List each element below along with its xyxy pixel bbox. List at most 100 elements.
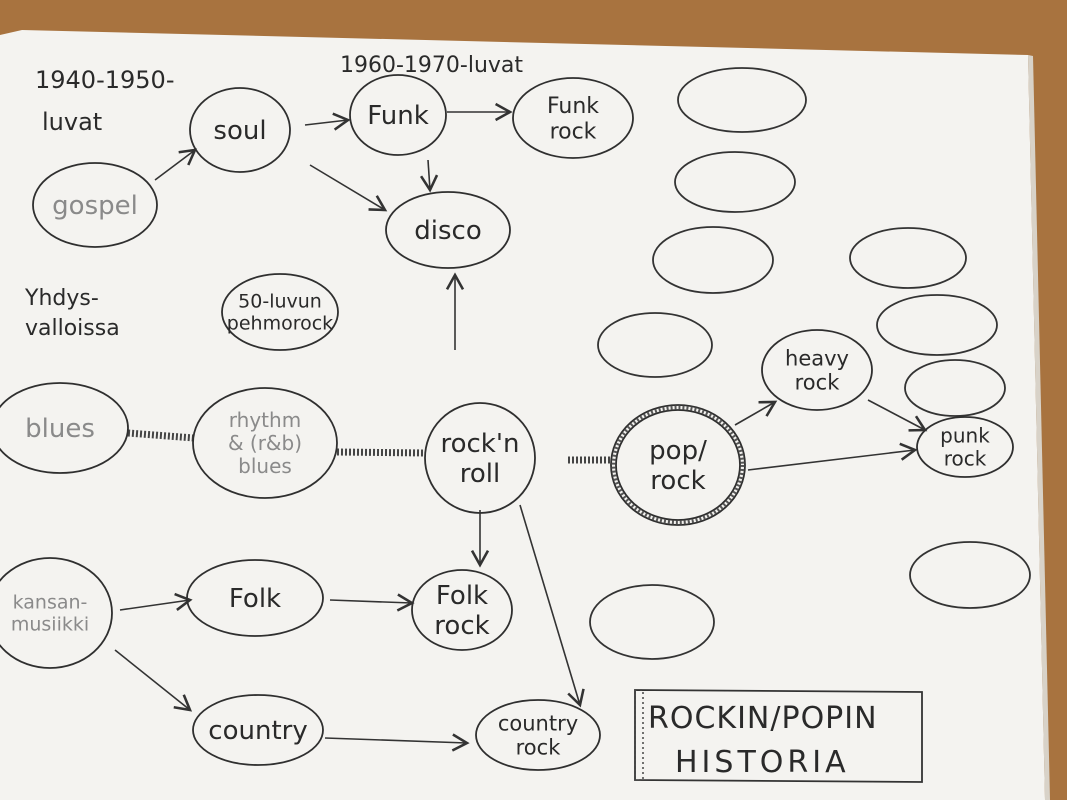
node-outline-inner: [615, 409, 741, 521]
node-disco: disco: [385, 191, 511, 269]
arrow: [419, 159, 439, 193]
node-label: musiikki: [11, 614, 89, 636]
node-outline: [192, 694, 324, 766]
node-label: Folk: [229, 584, 281, 614]
node-label: Funk: [547, 94, 599, 119]
arrow: [119, 592, 193, 611]
node-label: blues: [25, 414, 95, 444]
empty-genre-bubble: [849, 227, 967, 289]
node-blues: blues: [0, 382, 129, 474]
heading-era-1940-1950: 1940-1950- luvat: [35, 66, 174, 136]
node-outline: [189, 87, 291, 173]
node-outline: [349, 74, 447, 156]
arrow: [867, 399, 928, 432]
node-outline: [424, 402, 536, 514]
arrow: [324, 733, 470, 752]
heading-line: Yhdys-: [24, 286, 99, 311]
node-label: rock: [650, 466, 705, 496]
node-label: 50-luvun: [238, 291, 322, 313]
arrow: [114, 649, 193, 712]
arrow: [309, 164, 388, 212]
node-outline: [761, 329, 873, 411]
node-outline: [411, 569, 513, 651]
title-line-2: HISTORIA: [675, 745, 850, 780]
arrows: [114, 102, 928, 752]
arrow: [519, 504, 585, 708]
node-label: country: [208, 716, 307, 746]
empty-genre-bubble: [909, 541, 1031, 609]
node-label: roll: [460, 459, 500, 489]
node-label: kansan-: [13, 592, 88, 614]
heading-era-1960-1970: 1960-1970-luvat: [340, 53, 523, 78]
node-label: gospel: [52, 191, 138, 221]
paper-sheet: [0, 30, 1045, 800]
empty-genre-bubble: [674, 151, 796, 213]
arrow: [154, 148, 198, 181]
heading-line: valloissa: [25, 316, 120, 341]
node-label: disco: [414, 216, 481, 246]
node-outline: [192, 387, 338, 499]
node-outline: [610, 404, 746, 526]
node-gospel: gospel: [32, 162, 158, 248]
arrow: [747, 442, 918, 471]
heading-line: luvat: [42, 108, 102, 136]
thick-influence-connector: [336, 448, 427, 457]
empty-genre-bubble: [876, 294, 998, 356]
heading-region: Yhdys- valloissa: [24, 286, 120, 341]
node-label: blues: [238, 454, 292, 478]
node-country: country: [192, 694, 324, 766]
node-folk: Folk: [186, 559, 324, 637]
node-outline: [186, 559, 324, 637]
node-outline: [0, 382, 129, 474]
node-outline: [32, 162, 158, 248]
node-outline: [475, 699, 601, 771]
node-outline: [221, 273, 339, 351]
node-label: pehmorock: [227, 313, 333, 335]
node-label: rock: [516, 735, 562, 759]
arrow: [734, 400, 778, 426]
empty-genre-bubble: [677, 67, 807, 133]
empty-genre-bubble: [652, 226, 774, 294]
node-poprock: pop/rock: [610, 404, 746, 526]
node-outline: [916, 416, 1014, 478]
title-box: ROCKIN/POPIN HISTORIA: [634, 689, 923, 783]
paper-shadow-edge: [1028, 55, 1050, 800]
arrow: [304, 112, 351, 131]
node-label: soul: [213, 116, 266, 146]
node-label: heavy: [785, 346, 849, 370]
node-hatching: [611, 405, 745, 525]
node-label: pop/: [649, 436, 707, 466]
empty-genre-bubble: [904, 359, 1006, 417]
node-outline: [385, 191, 511, 269]
title-line-1: ROCKIN/POPIN: [648, 701, 878, 736]
heading-line: 1940-1950-: [35, 66, 174, 94]
node-label: & (r&b): [228, 431, 302, 455]
node-label: country: [498, 711, 578, 735]
thick-influence-connector: [127, 429, 195, 442]
node-outline: [512, 77, 634, 159]
node-outline: [0, 557, 113, 669]
node-label: Funk: [367, 101, 429, 131]
node-label: punk: [940, 424, 990, 448]
node-rnb: rhythm& (r&b)blues: [192, 387, 338, 499]
node-label: rock: [550, 119, 597, 144]
node-label: rock: [944, 447, 987, 471]
empty-genre-bubble: [589, 584, 715, 660]
empty-genre-bubble: [597, 312, 713, 378]
node-funk: Funk: [349, 74, 447, 156]
node-label: rock: [795, 370, 841, 394]
node-label: rock'n: [440, 429, 519, 459]
node-kansan: kansan-musiikki: [0, 557, 113, 669]
node-label: rock: [434, 611, 489, 641]
arrow: [329, 593, 415, 612]
